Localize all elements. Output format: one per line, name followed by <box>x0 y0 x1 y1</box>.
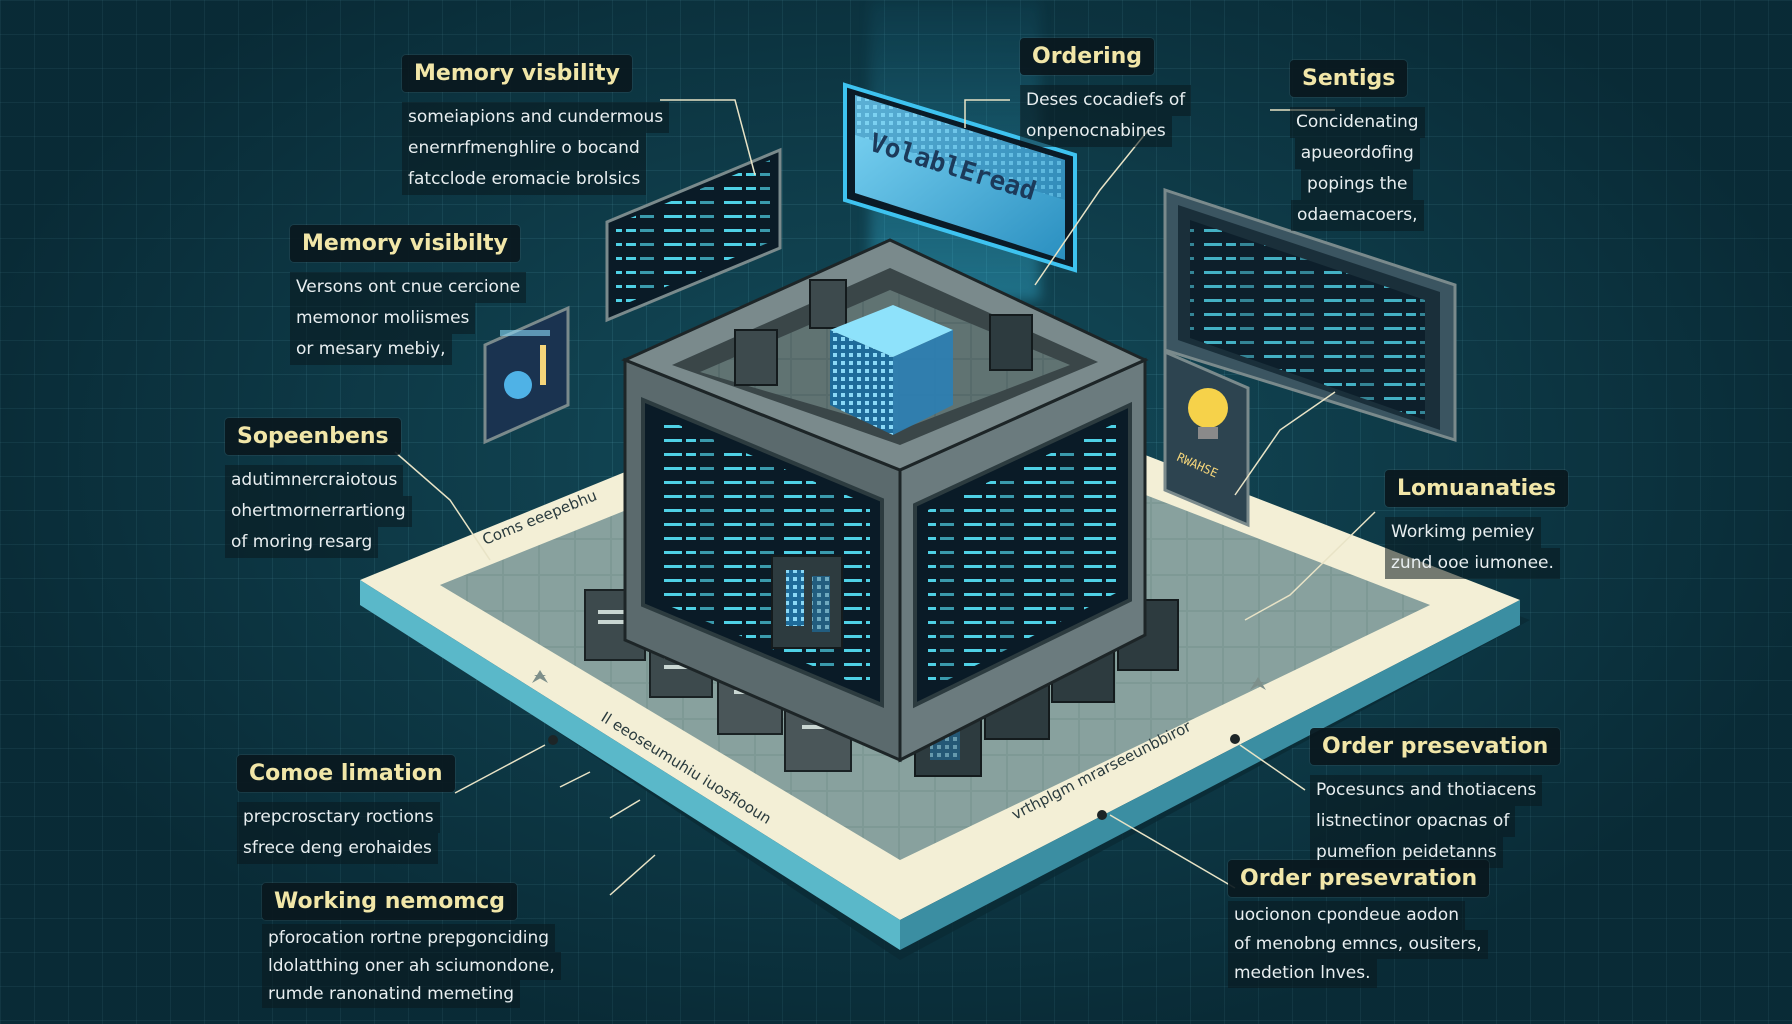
label-title: Memory visibilty <box>290 225 520 262</box>
label-memory-visibility-left: Memory visibilty Versons ont cnue cercio… <box>290 225 527 365</box>
label-sopeenbens: Sopeenbens adutimnercraiotous ohertmorne… <box>225 418 412 558</box>
floating-code-panel-left <box>605 147 782 323</box>
label-ordering: Ordering Deses cocadiefs of onpenocnabin… <box>1020 38 1192 147</box>
label-comoe-limation: Comoe limation prepcrosctary roctions sf… <box>237 755 455 864</box>
label-line: of moring resarg <box>225 527 379 558</box>
label-lomuanaties: Lomuanaties Workimg pemiey zund ooe iumo… <box>1385 470 1569 579</box>
label-order-preservation-2: Order presevration uocionon cpondeue aod… <box>1228 860 1490 988</box>
floating-title-screen <box>843 82 1077 273</box>
label-line: enernrfmenghlire o bocand <box>402 133 646 164</box>
star-emblem-right <box>1250 677 1266 690</box>
lightbulb-panel <box>1163 349 1250 528</box>
leader-lines <box>394 99 1376 896</box>
label-line: listnectinor opacnas of <box>1310 806 1516 837</box>
label-description: Deses cocadiefs of onpenocnabines <box>1020 85 1192 147</box>
label-description: Concidenating apueordofing popings the o… <box>1290 107 1425 231</box>
label-sentigs: Sentigs Concidenating apueordofing popin… <box>1290 60 1425 231</box>
label-description: adutimnercraiotous ohertmornerrartiong o… <box>225 465 412 558</box>
label-line: fatcclode eromacie brolsics <box>402 164 647 195</box>
main-machine <box>621 238 1149 763</box>
platform-side-right <box>900 600 1520 950</box>
label-description: Pocesuncs and thotiacens listnectinor op… <box>1310 775 1560 868</box>
label-line: popings the <box>1301 169 1414 200</box>
label-line: zund ooe iumonee. <box>1385 548 1560 579</box>
label-description: pforocation rortne prepgonciding ldolatt… <box>262 924 561 1008</box>
label-title: Order presevration <box>1228 860 1490 897</box>
label-line: or mesary mebiy, <box>290 334 452 365</box>
label-description: prepcrosctary roctions sfrece deng eroha… <box>237 802 455 864</box>
label-title: Lomuanaties <box>1385 470 1569 507</box>
label-memory-visibility-top: Memory visbility someiapions and cunderm… <box>402 55 670 195</box>
label-title: Comoe limation <box>237 755 455 792</box>
label-line: someiapions and cundermous <box>402 102 670 133</box>
label-line: rumde ranonatind memeting <box>262 980 521 1008</box>
label-description: Versons ont cnue cercione memonor moliis… <box>290 272 527 365</box>
label-title: Sentigs <box>1290 60 1408 97</box>
label-line: onpenocnabines <box>1020 116 1172 147</box>
label-line: Versons ont cnue cercione <box>290 272 527 303</box>
label-line: Pocesuncs and thotiacens <box>1310 775 1543 806</box>
label-title: Working nemomcg <box>262 883 518 920</box>
label-line: medetion lnves. <box>1228 959 1377 988</box>
star-emblem-left <box>532 670 548 683</box>
label-line: pforocation rortne prepgonciding <box>262 924 556 952</box>
platform-side-left <box>360 580 900 950</box>
label-description: Workimg pemiey zund ooe iumonee. <box>1385 517 1568 579</box>
label-line: odaemacoers, <box>1291 200 1424 231</box>
label-line: sfrece deng erohaides <box>237 833 438 864</box>
label-line: Concidenating <box>1290 107 1425 138</box>
label-line: of menobng emncs, ousiters, <box>1228 930 1488 959</box>
label-description: someiapions and cundermous enernrfmenghl… <box>402 102 670 195</box>
label-line: adutimnercraiotous <box>225 465 404 496</box>
node-marker-2 <box>1230 734 1240 744</box>
node-marker-3 <box>1097 810 1107 820</box>
label-description: uocionon cpondeue aodon of menobng emncs… <box>1228 901 1489 988</box>
floating-dashboard-panel <box>483 305 570 445</box>
label-line: memonor moliismes <box>290 303 476 334</box>
label-title: Sopeenbens <box>225 418 401 455</box>
label-line: Workimg pemiey <box>1385 517 1541 548</box>
node-marker-1 <box>548 735 558 745</box>
label-line: Deses cocadiefs of <box>1020 85 1192 116</box>
label-line: ldolatthing oner ah sciumondone, <box>262 952 561 980</box>
label-line: ohertmornerrartiong <box>225 496 412 527</box>
label-title: Memory visbility <box>402 55 632 92</box>
label-line: apueordofing <box>1294 138 1420 169</box>
label-title: Ordering <box>1020 38 1155 75</box>
label-title: Order presevation <box>1310 728 1561 765</box>
label-line: uocionon cpondeue aodon <box>1228 901 1465 930</box>
floating-code-panel-right <box>1163 187 1457 443</box>
label-line: prepcrosctary roctions <box>237 802 440 833</box>
label-order-preservation-1: Order presevation Pocesuncs and thotiace… <box>1310 728 1561 868</box>
label-working-memory: Working nemomcg pforocation rortne prepg… <box>262 883 561 1008</box>
